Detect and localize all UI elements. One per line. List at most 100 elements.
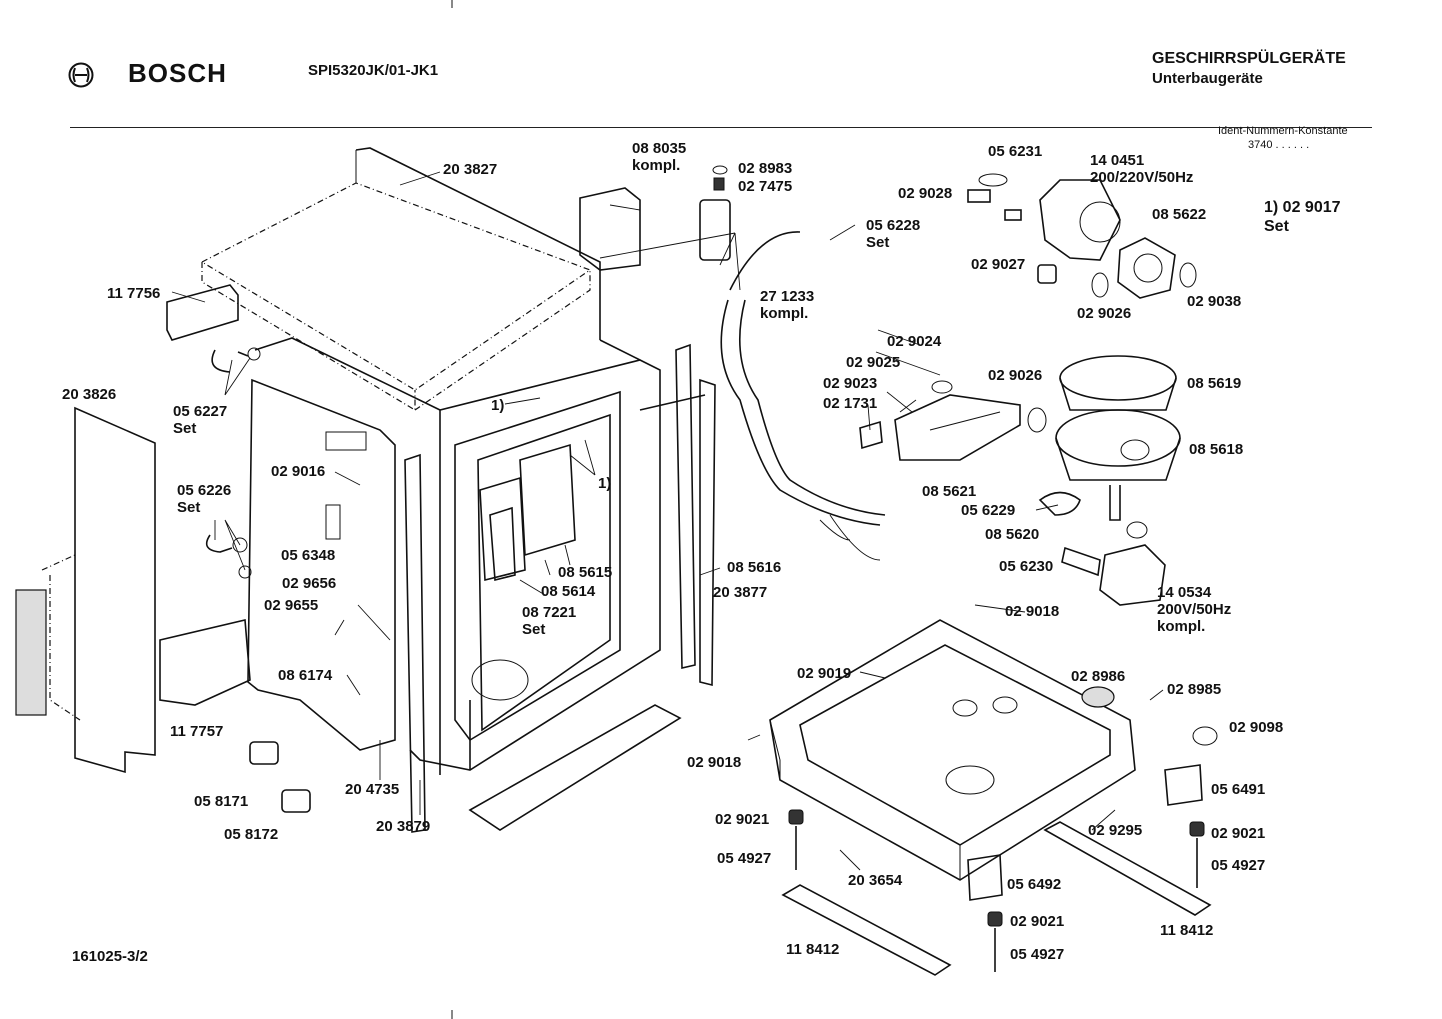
part-label-line: 20 3827 bbox=[443, 161, 498, 178]
part-label: 11 8412 bbox=[1160, 922, 1213, 939]
part-label: 05 8172 bbox=[224, 826, 278, 843]
side-panel bbox=[247, 378, 396, 751]
part-label: 02 8983 bbox=[738, 160, 792, 177]
part-label: 05 4927 bbox=[1211, 857, 1265, 874]
hose-upper bbox=[729, 231, 801, 291]
part-label: 1) bbox=[491, 397, 504, 414]
part-label: 02 8986 bbox=[1071, 668, 1125, 685]
front-kick-bar bbox=[468, 704, 682, 831]
part-label-line: 02 9026 bbox=[1077, 305, 1132, 322]
part-label: 02 9021 bbox=[1211, 825, 1265, 842]
part-label: 20 3877 bbox=[713, 584, 767, 601]
part-label-line: 05 6228 bbox=[866, 217, 921, 234]
part-label: 20 3826 bbox=[62, 386, 116, 403]
brand-name: BOSCH bbox=[128, 58, 227, 88]
part-label-line: 02 9027 bbox=[971, 256, 1026, 273]
part-label-line: 02 9021 bbox=[1010, 913, 1065, 930]
part-label: 02 9026 bbox=[988, 367, 1042, 384]
part-label: 08 5620 bbox=[985, 526, 1039, 543]
part-label: 20 3654 bbox=[848, 872, 902, 889]
part-label-line: 02 9016 bbox=[271, 463, 326, 480]
part-label: 08 5619 bbox=[1187, 375, 1241, 392]
part-label: 02 9019 bbox=[797, 665, 851, 682]
part-label-line: 02 9021 bbox=[715, 811, 770, 828]
part-label-line: kompl. bbox=[632, 157, 681, 174]
part-label-line: 02 8985 bbox=[1167, 681, 1222, 698]
left-wall-panel bbox=[15, 406, 156, 774]
filter-frames bbox=[479, 443, 576, 582]
part-label: 02 9656 bbox=[282, 575, 336, 592]
part-label: 08 5614 bbox=[541, 583, 595, 600]
part-label: 08 5622 bbox=[1152, 206, 1206, 223]
part-label-line: 200/220V/50Hz bbox=[1090, 169, 1194, 186]
part-label: 05 6491 bbox=[1211, 781, 1265, 798]
pressure-switch-2 bbox=[281, 789, 311, 813]
heater-block bbox=[859, 380, 1047, 461]
part-label: 08 5615 bbox=[558, 564, 612, 581]
water-inlet-valve bbox=[579, 165, 731, 271]
part-label: 02 9027 bbox=[971, 256, 1025, 273]
part-label: 20 3879 bbox=[376, 818, 430, 835]
part-label: 20 4735 bbox=[345, 781, 399, 798]
ident-value: 3740 . . . . . . bbox=[1248, 139, 1310, 151]
part-label-line: 05 4927 bbox=[1211, 857, 1266, 874]
base-frame bbox=[769, 619, 1136, 881]
part-label: 08 5616 bbox=[727, 559, 781, 576]
sump-filter-assembly bbox=[1055, 355, 1181, 539]
part-label-line: 05 8172 bbox=[224, 826, 279, 843]
part-label: 02 8985 bbox=[1167, 681, 1221, 698]
part-label: 05 6229 bbox=[961, 502, 1015, 519]
part-label: 05 6231 bbox=[988, 143, 1042, 160]
part-label-line: 08 5619 bbox=[1187, 375, 1242, 392]
part-label-line: 02 9026 bbox=[988, 367, 1043, 384]
part-label-line: Set bbox=[866, 234, 890, 251]
model-code: SPI5320JK/01-JK1 bbox=[308, 62, 439, 79]
part-label-line: 08 5616 bbox=[727, 559, 782, 576]
hinge-bracket-bottom bbox=[159, 619, 251, 706]
part-label-line: 05 6492 bbox=[1007, 876, 1062, 893]
part-label-line: 20 4735 bbox=[345, 781, 400, 798]
category-subtitle: Unterbaugeräte bbox=[1152, 70, 1263, 87]
pressure-switch-1 bbox=[249, 741, 279, 765]
part-label-line: 20 3826 bbox=[62, 386, 117, 403]
part-label-line: 08 6174 bbox=[278, 667, 333, 684]
part-label-line: 08 7221 bbox=[522, 604, 577, 621]
part-label: 02 9655 bbox=[264, 597, 318, 614]
leader-lines bbox=[171, 171, 1164, 871]
category-title: GESCHIRRSPÜLGERÄTE bbox=[1152, 50, 1346, 67]
part-label-line: 02 9655 bbox=[264, 597, 319, 614]
part-label-line: 14 0534 bbox=[1157, 584, 1212, 601]
part-label: 05 6348 bbox=[281, 547, 335, 564]
part-label: 20 3827 bbox=[443, 161, 497, 178]
cover-plate bbox=[1164, 764, 1203, 806]
footnote-1-line2: Set bbox=[1264, 218, 1289, 235]
part-label-line: 05 8171 bbox=[194, 793, 249, 810]
part-label: 02 9026 bbox=[1077, 305, 1131, 322]
part-label-line: 05 4927 bbox=[1010, 946, 1065, 963]
part-label-line: kompl. bbox=[760, 305, 809, 322]
tub-body bbox=[254, 337, 661, 775]
adjustable-feet bbox=[788, 809, 1205, 972]
part-label-line: 02 1731 bbox=[823, 395, 878, 412]
part-label: 02 9021 bbox=[715, 811, 769, 828]
part-label-line: 05 6226 bbox=[177, 482, 232, 499]
part-label-line: 02 7475 bbox=[738, 178, 793, 195]
part-label-line: 08 5620 bbox=[985, 526, 1040, 543]
part-label: 02 1731 bbox=[823, 395, 877, 412]
part-label-line: 02 9023 bbox=[823, 375, 878, 392]
part-label-line: 02 9018 bbox=[1005, 603, 1060, 620]
header-divider bbox=[70, 127, 1372, 128]
part-label-line: 14 0451 bbox=[1090, 152, 1145, 169]
circulation-pump-motor bbox=[967, 173, 1197, 299]
part-label-line: Set bbox=[522, 621, 546, 638]
part-label-line: 05 6229 bbox=[961, 502, 1016, 519]
part-label-line: 05 4927 bbox=[717, 850, 772, 867]
part-label-line: 27 1233 bbox=[760, 288, 815, 305]
part-label-line: 05 6231 bbox=[988, 143, 1043, 160]
part-label-line: 05 6491 bbox=[1211, 781, 1266, 798]
hose-fittings bbox=[205, 347, 261, 579]
part-label: 02 9018 bbox=[687, 754, 741, 771]
